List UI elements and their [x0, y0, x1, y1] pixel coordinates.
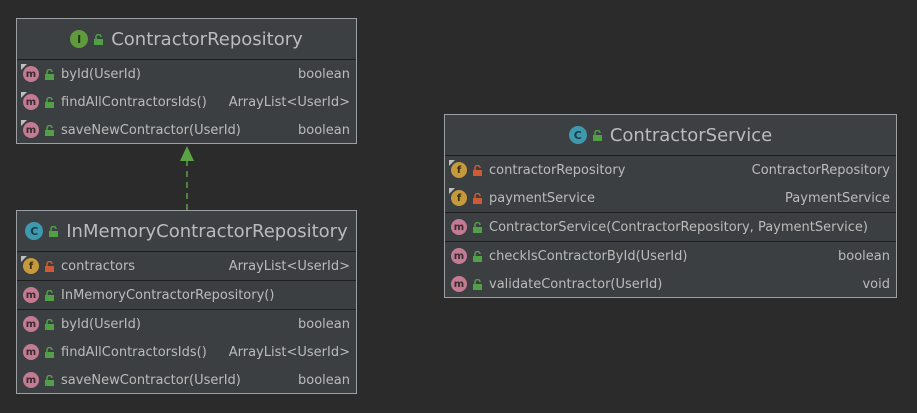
contractor-service-header: C ContractorService — [445, 115, 896, 156]
method-name: byId(UserId) — [61, 316, 141, 332]
field-name: paymentService — [489, 190, 595, 206]
field-icon: f — [449, 160, 467, 178]
method-row[interactable]: m validateContractor(UserId) void — [445, 270, 896, 298]
public-lock-icon — [473, 221, 482, 233]
method-name: findAllContractorsIds() — [61, 94, 207, 110]
field-icon: f — [449, 188, 467, 206]
field-type: PaymentService — [785, 190, 890, 206]
method-type: boolean — [298, 316, 350, 332]
method-icon: m — [21, 64, 39, 82]
method-name: saveNewContractor(UserId) — [61, 122, 241, 138]
class-icon: C — [568, 126, 587, 144]
method-icon: m — [21, 92, 39, 110]
in-memory-repository-title: InMemoryContractorRepository — [66, 220, 348, 242]
method-type: boolean — [298, 372, 350, 388]
method-row[interactable]: m findAllContractorsIds() ArrayList<User… — [17, 88, 356, 116]
field-type: ContractorRepository — [751, 162, 890, 178]
constructor-row[interactable]: m ContractorService(ContractorRepository… — [445, 212, 896, 241]
in-memory-repository-node[interactable]: C InMemoryContractorRepository f contrac… — [16, 210, 357, 394]
method-row[interactable]: m saveNewContractor(UserId) boolean — [17, 116, 356, 144]
public-lock-icon — [94, 33, 104, 45]
method-type: boolean — [298, 122, 350, 138]
contractor-repository-header: I ContractorRepository — [17, 19, 356, 60]
realization-arrowhead — [180, 146, 194, 161]
contractor-service-node[interactable]: C ContractorService f contractorReposito… — [444, 114, 897, 298]
public-lock-icon — [45, 124, 54, 136]
public-lock-icon — [45, 68, 54, 80]
method-icon: m — [23, 287, 39, 303]
class-icon: C — [25, 222, 44, 240]
method-icon: m — [451, 276, 467, 292]
method-icon: m — [21, 120, 39, 138]
contractor-repository-title: ContractorRepository — [111, 28, 303, 50]
method-icon: m — [23, 344, 39, 360]
method-row[interactable]: m saveNewContractor(UserId) boolean — [17, 366, 356, 394]
method-icon: m — [451, 219, 467, 235]
method-type: void — [862, 276, 890, 292]
method-name: findAllContractorsIds() — [61, 344, 207, 360]
public-lock-icon — [592, 129, 602, 141]
field-row[interactable]: f paymentService PaymentService — [445, 184, 896, 212]
private-lock-icon — [473, 164, 482, 176]
method-name: saveNewContractor(UserId) — [61, 372, 241, 388]
method-type: ArrayList<UserId> — [228, 94, 350, 110]
field-type: ArrayList<UserId> — [228, 258, 350, 274]
public-lock-icon — [45, 96, 54, 108]
public-lock-icon — [473, 278, 482, 290]
method-icon: m — [451, 248, 467, 264]
method-type: boolean — [298, 66, 350, 82]
method-type: boolean — [838, 248, 890, 264]
in-memory-repository-header: C InMemoryContractorRepository — [17, 211, 356, 252]
method-row[interactable]: m findAllContractorsIds() ArrayList<User… — [17, 338, 356, 366]
public-lock-icon — [49, 225, 59, 237]
public-lock-icon — [45, 346, 54, 358]
method-name: validateContractor(UserId) — [489, 276, 663, 292]
field-name: contractors — [61, 258, 136, 274]
method-name: byId(UserId) — [61, 66, 141, 82]
public-lock-icon — [45, 318, 54, 330]
constructor-name: ContractorService(ContractorRepository, … — [489, 219, 868, 235]
method-icon: m — [23, 316, 39, 332]
field-icon: f — [21, 256, 39, 274]
method-icon: m — [23, 372, 39, 388]
public-lock-icon — [45, 289, 54, 301]
method-type: ArrayList<UserId> — [228, 344, 350, 360]
field-row[interactable]: f contractorRepository ContractorReposit… — [445, 156, 896, 184]
field-row[interactable]: f contractors ArrayList<UserId> — [17, 252, 356, 280]
method-row[interactable]: m byId(UserId) boolean — [17, 309, 356, 338]
public-lock-icon — [45, 374, 54, 386]
method-name: checkIsContractorById(UserId) — [489, 248, 688, 264]
public-lock-icon — [473, 250, 482, 262]
method-row[interactable]: m byId(UserId) boolean — [17, 60, 356, 88]
contractor-service-title: ContractorService — [609, 124, 773, 146]
field-name: contractorRepository — [489, 162, 626, 178]
private-lock-icon — [45, 260, 54, 272]
constructor-name: InMemoryContractorRepository() — [61, 287, 275, 303]
contractor-repository-node[interactable]: I ContractorRepository m byId(UserId) bo… — [16, 18, 357, 144]
private-lock-icon — [473, 192, 482, 204]
interface-icon: I — [70, 30, 89, 48]
constructor-row[interactable]: m InMemoryContractorRepository() — [17, 280, 356, 309]
method-row[interactable]: m checkIsContractorById(UserId) boolean — [445, 241, 896, 270]
